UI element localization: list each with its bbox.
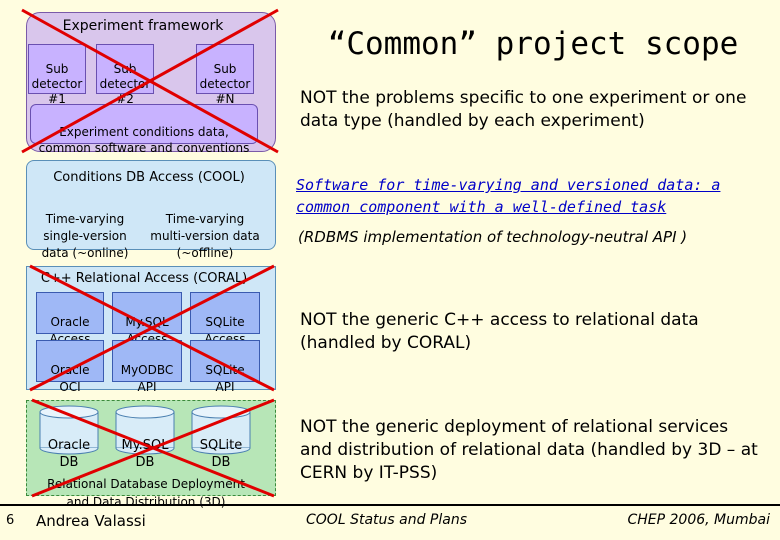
- page-number: 6: [6, 513, 15, 528]
- subdetector-n: Sub detector #N: [196, 44, 254, 106]
- conventions-box: Experiment conditions data, common softw…: [30, 104, 258, 155]
- cross-experiment-framework: [21, 8, 279, 154]
- sqlite-db-label: SQLite DB: [192, 420, 250, 471]
- coral-title: C++ Relational Access (CORAL): [40, 271, 248, 286]
- not-3d-text: NOT the generic deployment of relational…: [300, 417, 758, 483]
- cool-title: Conditions DB Access (COOL): [53, 170, 245, 185]
- coral-myodbc-api-label: MyODBC API: [120, 363, 174, 394]
- conventions-label: Experiment conditions data, common softw…: [38, 125, 250, 155]
- coral-myodbc-api: MyODBC API: [112, 340, 182, 394]
- cross-coral: [29, 264, 275, 392]
- footer-author: Andrea Valassi: [36, 512, 146, 530]
- coral-sqlite-api-label: SQLite API: [205, 363, 245, 394]
- slide-title: “Common” project scope: [327, 26, 739, 62]
- cross-deployment: [31, 398, 275, 498]
- not-experiment-text: NOT the problems specific to one experim…: [300, 88, 747, 131]
- subdetector-1: Sub detector #1: [28, 44, 86, 106]
- cool-single-version: Time-varying single-version data (~onlin…: [36, 194, 134, 260]
- experiment-framework-title: Experiment framework: [62, 18, 224, 34]
- scope-text: Software for time-varying and versioned …: [296, 176, 721, 216]
- rdbms-text: (RDBMS implementation of technology-neut…: [298, 228, 688, 246]
- cool-box: [26, 160, 276, 250]
- cool-multi-version: Time-varying multi-version data (~offlin…: [142, 194, 268, 260]
- footer-event: CHEP 2006, Mumbai: [627, 512, 770, 528]
- subdetector-n-label: Sub detector #N: [199, 62, 251, 106]
- coral-sqlite-api: SQLite API: [190, 340, 260, 394]
- oracle-db-text: Oracle DB: [47, 438, 91, 470]
- cool-single-label: Time-varying single-version data (~onlin…: [41, 212, 129, 260]
- oracle-db-icon: [39, 405, 99, 455]
- not-coral-text: NOT the generic C++ access to relational…: [300, 310, 699, 353]
- footer-line: [0, 504, 780, 506]
- subdetector-1-label: Sub detector #1: [31, 62, 83, 106]
- sqlite-db-text: SQLite DB: [199, 438, 243, 470]
- footer-title: COOL Status and Plans: [306, 512, 467, 528]
- cool-multi-label: Time-varying multi-version data (~offlin…: [150, 212, 260, 260]
- oracle-db-label: Oracle DB: [40, 420, 98, 471]
